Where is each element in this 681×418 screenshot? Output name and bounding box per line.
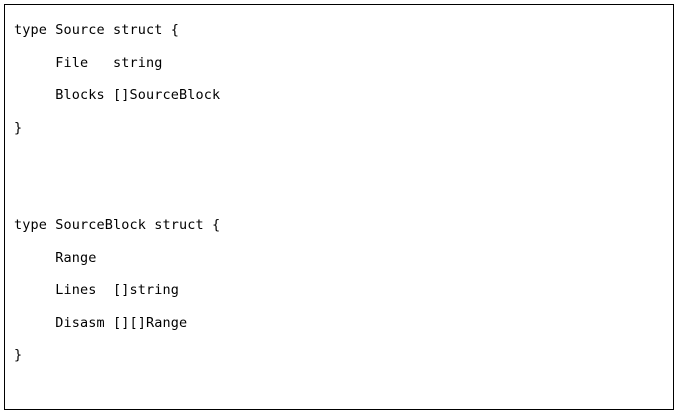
- code-block-frame: type Source struct { File string Blocks …: [4, 4, 674, 410]
- code-listing: type Source struct { File string Blocks …: [14, 14, 671, 407]
- code-line: type Source struct {: [14, 22, 179, 38]
- code-line: Disasm [][]Range: [14, 314, 188, 331]
- code-line: }: [14, 119, 23, 136]
- code-line: }: [14, 347, 23, 363]
- code-line: Range: [14, 249, 97, 266]
- code-line: Blocks []SourceBlock: [14, 87, 221, 103]
- code-blank-line: [14, 144, 671, 177]
- code-blank-line: [14, 372, 671, 405]
- code-blank-line: [14, 404, 671, 407]
- code-line: type SourceBlock struct {: [14, 217, 221, 233]
- code-line: Lines []string: [14, 282, 179, 298]
- code-blank-line: [14, 177, 671, 210]
- code-line: File string: [14, 54, 163, 71]
